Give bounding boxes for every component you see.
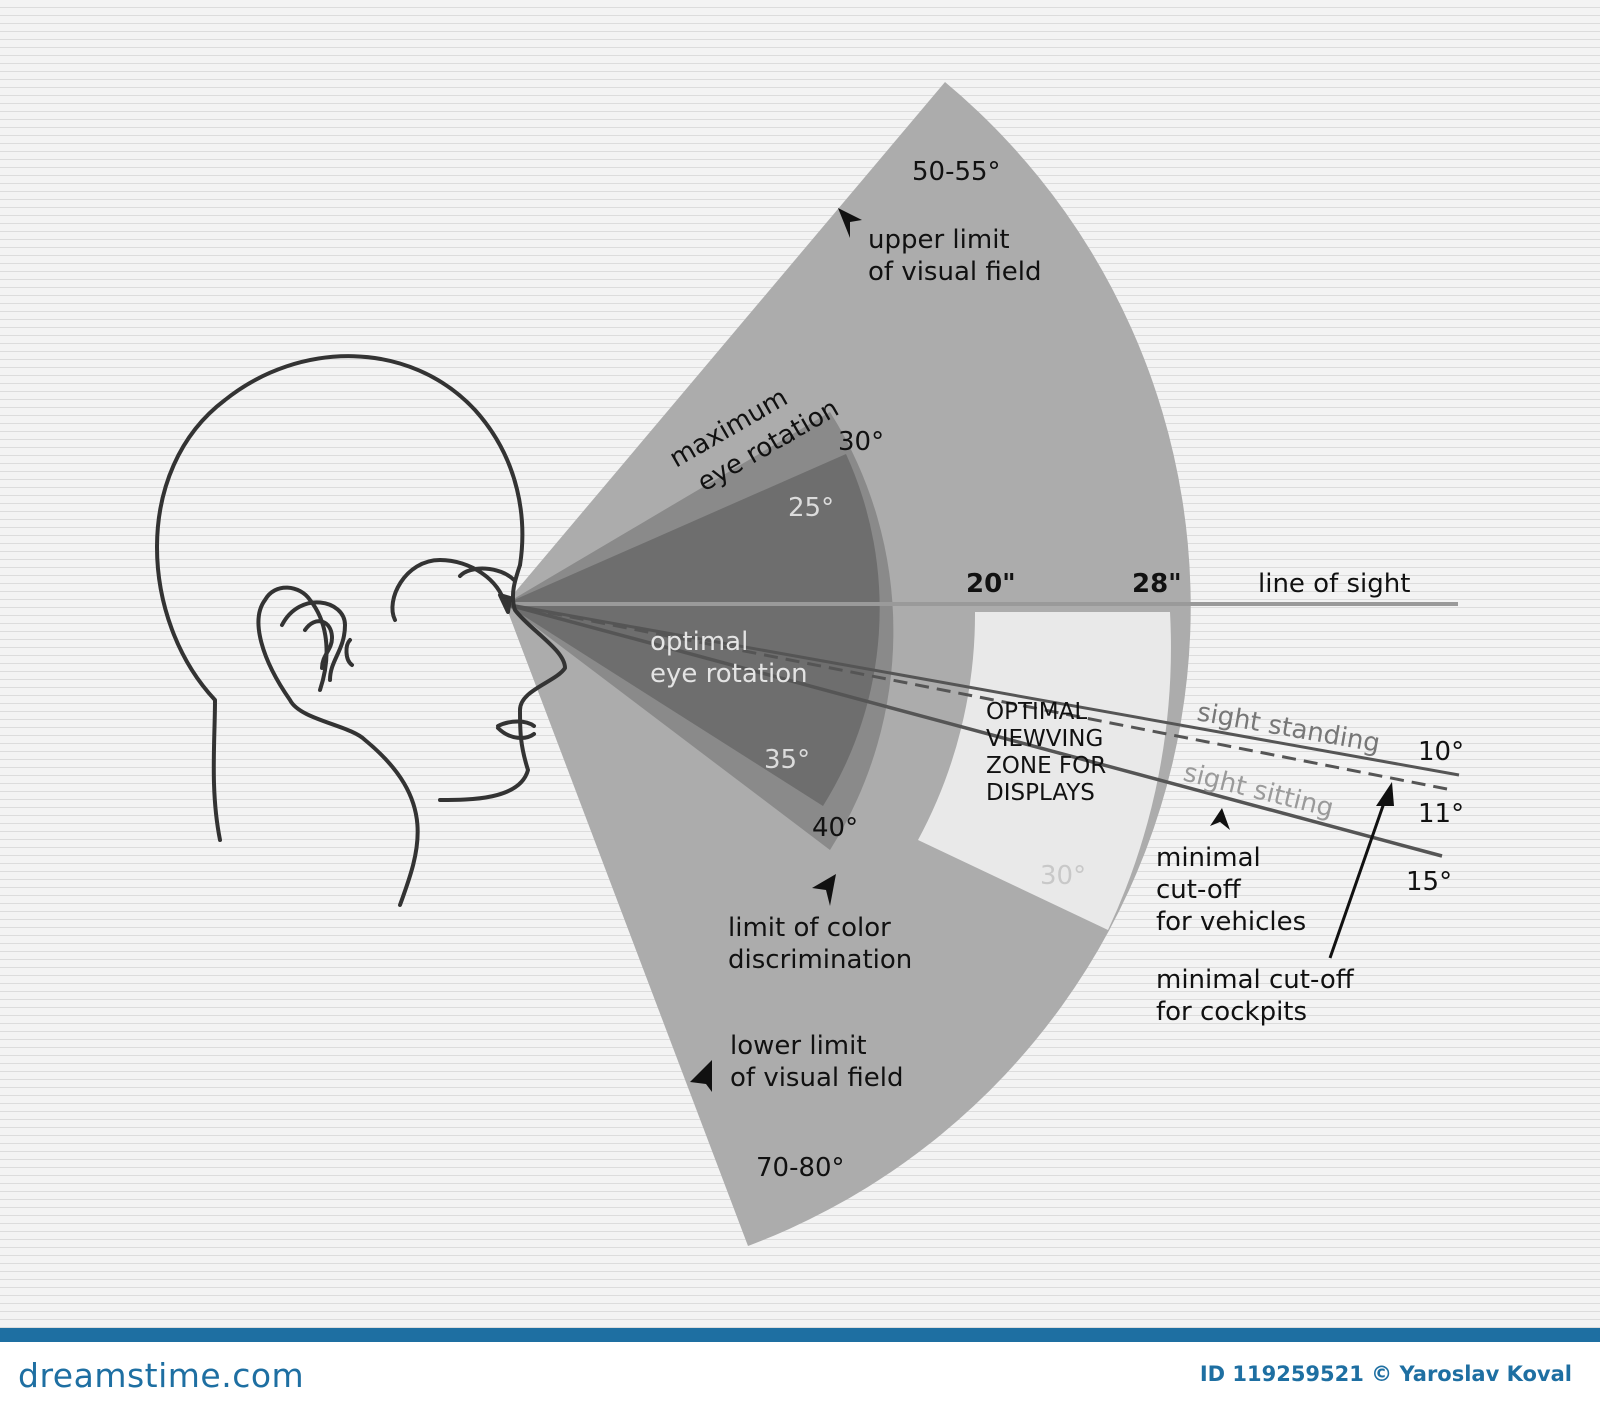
optimal-zone-label: VIEWVING [986,726,1103,752]
sight-standing-label: sight standing [1195,697,1382,759]
line-of-sight-label: line of sight [1258,569,1410,599]
cockpit-cutoff-line [504,602,1453,792]
degree-15-label: 15° [1406,867,1452,897]
distance-28-label: 28" [1132,569,1182,599]
optimal-eye-rotation-sector [505,454,880,806]
vehicles-arrow-icon [1210,808,1230,830]
footer-credit: ID 119259521 © Yaroslav Koval [1199,1362,1572,1386]
color-limit-label: limit of color [728,913,891,943]
cockpits-cutoff-label: minimal cut-off [1156,965,1355,995]
upper-limit-label: of visual field [868,257,1041,287]
optimal-zone-label: ZONE FOR [986,753,1106,779]
sight-standing-line [504,602,1460,777]
cockpits-arrow-line [1328,799,1387,959]
color-limit-label: discrimination [728,945,912,975]
upper-limit-arrow-icon [838,208,862,238]
footer-brand[interactable]: dreamstime.com [18,1356,305,1395]
optimal-display-zone [918,612,1171,930]
degree-30-top-label: 30° [838,427,884,457]
visual-field-diagram: 50-55° upper limit of visual field maxim… [155,82,1464,1246]
degree-25-label: 25° [788,493,834,523]
upper-limit-label: upper limit [868,225,1010,255]
head-profile [155,354,567,907]
distance-20-label: 20" [966,569,1016,599]
lower-limit-label: of visual field [730,1063,903,1093]
optimal-zone-label: OPTIMAL [986,699,1087,725]
vehicles-cutoff-label: minimal [1156,843,1261,873]
diagram-canvas: 50-55° upper limit of visual field maxim… [0,0,1600,1328]
degree-10-label: 10° [1418,737,1464,767]
degree-30-bottom-label: 30° [1040,861,1086,891]
upper-range-label: 50-55° [912,157,1001,187]
lower-range-label: 70-80° [756,1153,845,1183]
footer-bar: dreamstime.com ID 119259521 © Yaroslav K… [0,1328,1600,1417]
footer-accent-bar [0,1328,1600,1342]
vehicles-cutoff-label: cut-off [1156,875,1242,905]
vehicle-cutoff-line [504,602,1443,858]
optimal-zone-label: DISPLAYS [986,780,1095,806]
cockpits-arrow-icon [1376,782,1394,806]
degree-11-label: 11° [1418,799,1464,829]
lower-limit-label: lower limit [730,1031,867,1061]
degree-35-label: 35° [764,745,810,775]
sight-sitting-label: sight sitting [1180,758,1336,824]
cockpits-cutoff-label: for cockpits [1156,997,1307,1027]
lower-limit-arrow-icon [690,1060,712,1092]
degree-40-label: 40° [812,813,858,843]
color-limit-arrow-icon [812,874,836,906]
optimal-rotation-label: eye rotation [650,659,808,689]
vehicles-cutoff-label: for vehicles [1156,907,1306,937]
optimal-rotation-label: optimal [650,627,748,657]
